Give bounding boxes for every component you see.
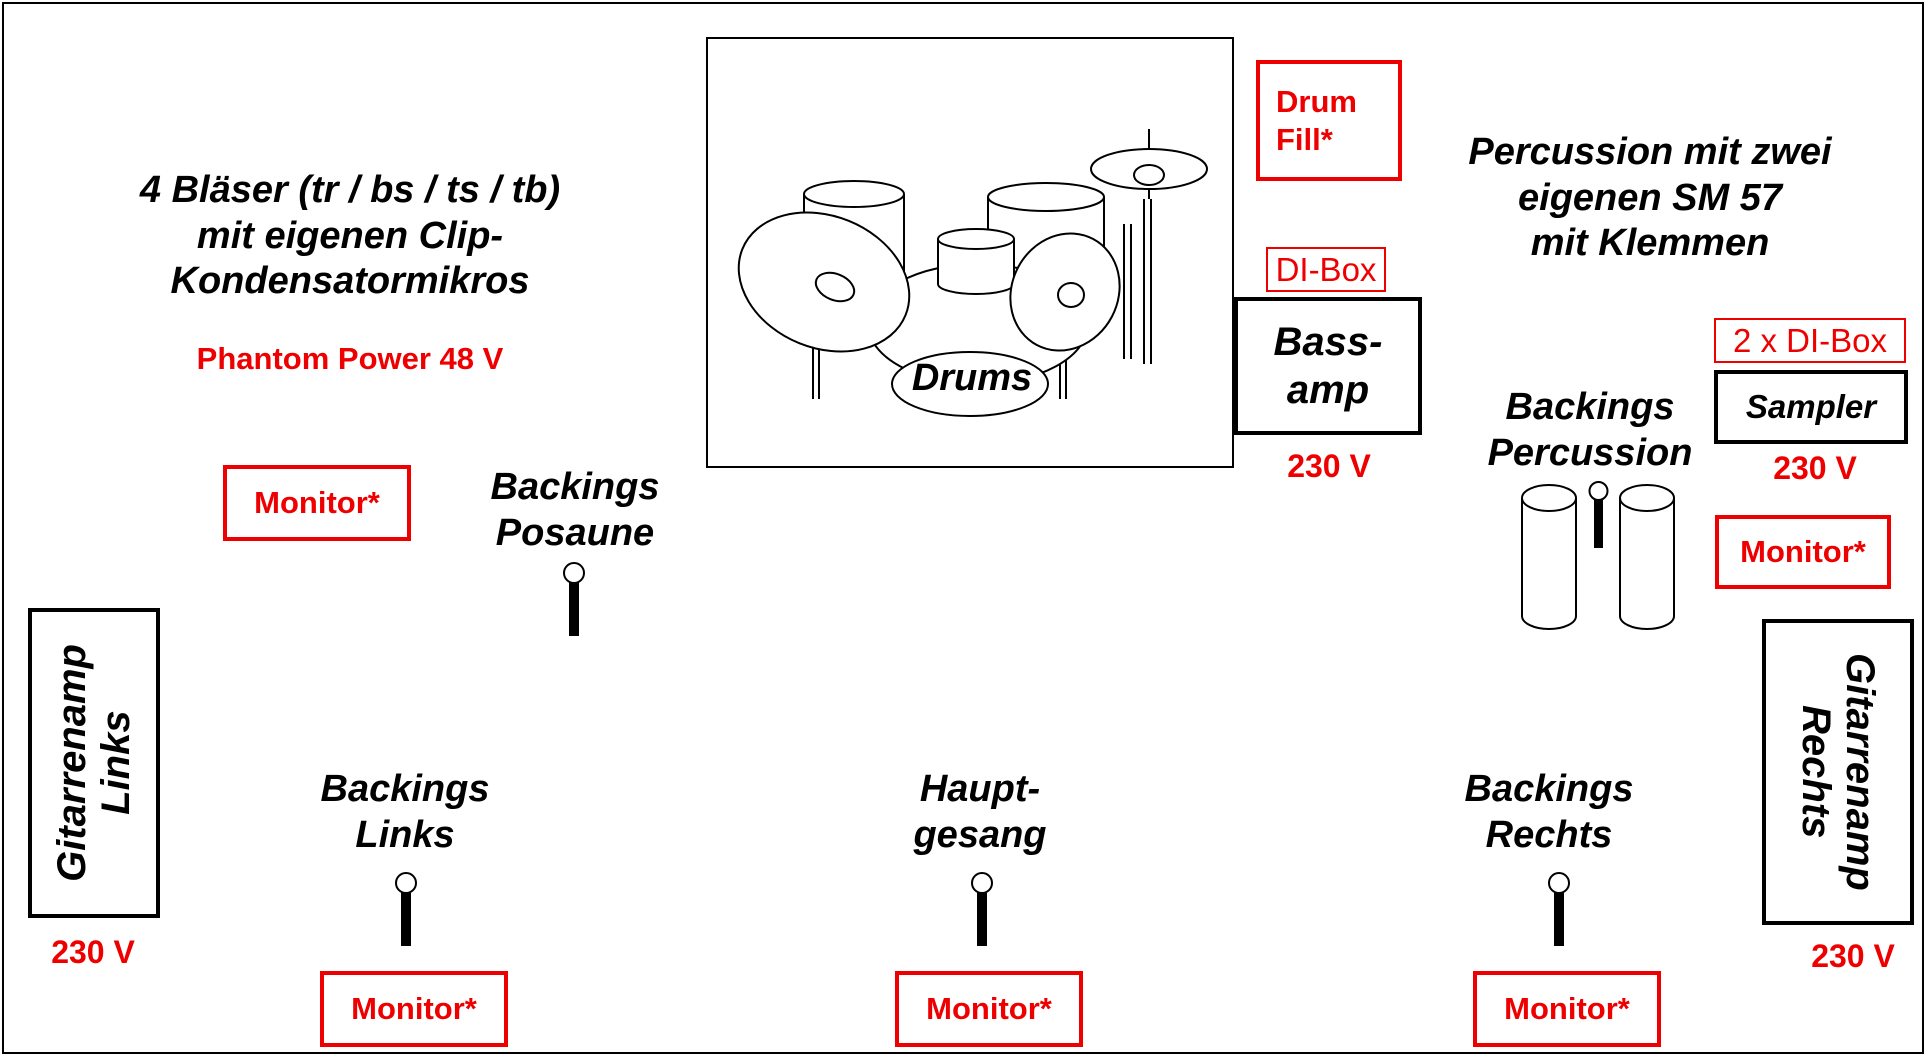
- gitarrenamp-links-text: Gitarrenamp Links: [50, 644, 138, 882]
- monitor-links: Monitor*: [320, 971, 508, 1047]
- bassamp-voltage: 230 V: [1287, 448, 1371, 484]
- backings-percussion-label: Backings Percussion: [1440, 385, 1740, 476]
- percussion-mic-body: [1594, 492, 1603, 548]
- backings-links-label: Backings Links: [270, 767, 540, 858]
- percussion-line-1: Percussion mit zwei: [1468, 131, 1832, 173]
- percussion-mic-head: [1588, 481, 1609, 501]
- gitarrenamp-rechts-voltage: 230 V: [1811, 938, 1895, 974]
- monitor-left-side-label: Monitor*: [254, 485, 380, 520]
- sampler-voltage: 230 V: [1773, 450, 1857, 486]
- gitarrenamp-rechts-line-2: Rechts: [1794, 705, 1838, 839]
- hauptgesang-label: Haupt- gesang: [860, 767, 1100, 858]
- backings-percussion-line-1: Backings: [1505, 386, 1675, 428]
- backings-links-line-1: Backings: [320, 768, 490, 810]
- backings-rechts-line-2: Rechts: [1485, 813, 1613, 856]
- backings-rechts-label: Backings Rechts: [1414, 767, 1684, 858]
- backings-percussion-line-2: Percussion: [1487, 431, 1693, 474]
- percussion-line-3: mit Klemmen: [1530, 222, 1770, 265]
- hauptgesang-line-1: Haupt-: [919, 768, 1041, 810]
- di-box-bass: DI-Box: [1266, 247, 1386, 292]
- winds-line-1: 4 Bläser (tr / bs / ts / tb): [139, 169, 561, 211]
- percussion-description: Percussion mit zwei eigenen SM 57 mit Kl…: [1440, 130, 1860, 267]
- sampler-label: Sampler: [1745, 388, 1877, 425]
- drum-fill-box: Drum Fill*: [1256, 60, 1402, 181]
- drum-fill-line-2: Fill*: [1276, 121, 1333, 157]
- monitor-right-side: Monitor*: [1715, 515, 1891, 589]
- monitor-left-side: Monitor*: [223, 465, 411, 541]
- backings-posaune-line-2: Posaune: [495, 511, 655, 554]
- monitor-hauptgesang: Monitor*: [895, 971, 1083, 1047]
- monitor-rechts-label: Monitor*: [1504, 991, 1630, 1026]
- bassamp-line-2: amp: [1286, 368, 1370, 412]
- bassamp-box: Bass- amp: [1234, 297, 1422, 435]
- hauptgesang-line-2: gesang: [913, 813, 1047, 856]
- percussion-congas-icon: [1521, 481, 1675, 630]
- gitarrenamp-links-box: Gitarrenamp Links: [28, 608, 160, 918]
- backings-rechts-line-1: Backings: [1464, 768, 1634, 810]
- mic-posaune-icon: [563, 562, 585, 636]
- monitor-rechts: Monitor*: [1473, 971, 1661, 1047]
- drum-fill-line-1: Drum: [1276, 84, 1357, 120]
- backings-links-line-2: Links: [355, 813, 455, 856]
- winds-line-3: Kondensatormikros: [170, 260, 530, 303]
- gitarrenamp-rechts-text: Gitarrenamp Rechts: [1794, 653, 1882, 891]
- bassamp-line-1: Bass-: [1273, 320, 1383, 364]
- monitor-links-label: Monitor*: [351, 991, 477, 1026]
- mic-rechts-icon: [1548, 872, 1570, 946]
- monitor-right-side-label: Monitor*: [1740, 534, 1866, 569]
- backings-posaune-line-1: Backings: [490, 466, 660, 508]
- gitarrenamp-links-line-2: Links: [94, 710, 138, 816]
- drums-label: Drums: [911, 357, 1033, 399]
- percussion-line-2: eigenen SM 57: [1518, 176, 1782, 219]
- sampler-box: Sampler: [1714, 370, 1908, 444]
- monitor-hauptgesang-label: Monitor*: [926, 991, 1052, 1026]
- phantom-power-label: Phantom Power 48 V: [196, 341, 504, 376]
- backings-posaune-label: Backings Posaune: [440, 465, 710, 556]
- drum-riser: Drums: [706, 37, 1234, 468]
- winds-description: 4 Bläser (tr / bs / ts / tb) mit eigenen…: [80, 168, 620, 305]
- di-box-sampler: 2 x DI-Box: [1714, 318, 1906, 363]
- mic-hauptgesang-icon: [971, 872, 993, 946]
- gitarrenamp-links-line-1: Gitarrenamp: [50, 644, 94, 882]
- gitarrenamp-links-voltage: 230 V: [51, 934, 135, 970]
- drum-kit-icon: [737, 129, 1208, 417]
- gitarrenamp-rechts-box: Gitarrenamp Rechts: [1762, 619, 1914, 925]
- mic-links-icon: [395, 872, 417, 946]
- winds-line-2: mit eigenen Clip-: [196, 214, 504, 257]
- gitarrenamp-rechts-line-1: Gitarrenamp: [1838, 653, 1882, 891]
